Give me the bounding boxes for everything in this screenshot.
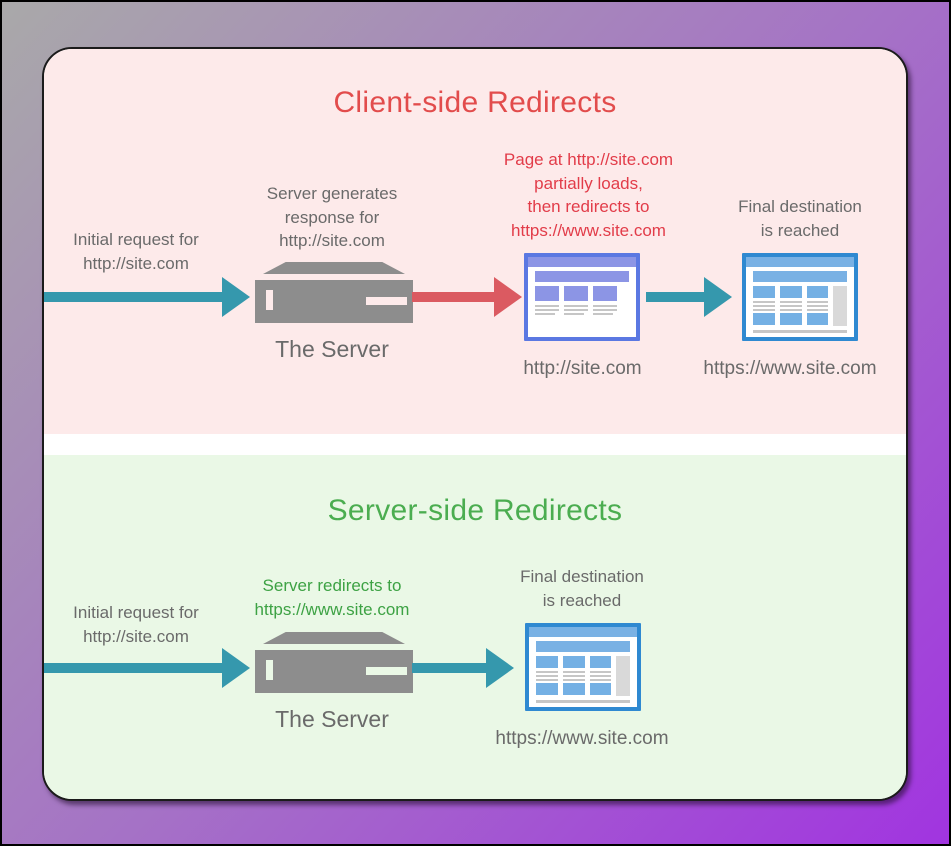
page-boxes: [535, 286, 629, 301]
server-body-icon: [255, 280, 413, 323]
arrow-head: [222, 648, 250, 688]
text-line: https://www.site.com: [254, 599, 410, 619]
page-sidebar: [833, 286, 848, 326]
page-grid: [536, 656, 631, 696]
text-line: Initial request for: [73, 230, 199, 249]
arrow-shaft: [44, 663, 224, 673]
browser-content: [529, 637, 637, 703]
server-drive-icon: [366, 297, 407, 305]
client-redirect-note: Page at http://site.com partially loads,…: [478, 148, 699, 242]
browser-content: [528, 267, 636, 317]
page-sidebar: [616, 656, 631, 696]
arrow-shaft: [646, 292, 706, 302]
browser-window-partial-icon: [524, 253, 640, 341]
text-line: is reached: [542, 590, 622, 610]
page-banner: [536, 641, 630, 652]
server-initial-request-text: Initial request for http://site.com: [46, 601, 226, 648]
server-top-icon: [263, 262, 405, 274]
server-server-label: The Server: [275, 706, 389, 732]
arrow-shaft: [44, 292, 224, 302]
arrow-head: [704, 277, 732, 317]
browser-window-full-icon: [525, 623, 641, 711]
client-initial-request-text: Initial request for http://site.com: [46, 228, 226, 275]
browser-titlebar-icon: [529, 627, 637, 637]
text-line: Final destination: [520, 567, 644, 586]
page-footer-line: [753, 330, 847, 333]
server-request-arrow: [44, 648, 250, 688]
final-page-url-label: https://www.site.com: [703, 358, 877, 379]
browser-titlebar-icon: [528, 257, 636, 267]
client-server-caption: Server generates response for http://sit…: [242, 182, 422, 253]
text-line: response for: [284, 207, 380, 227]
text-line: Server generates: [266, 184, 398, 203]
text-line: Server redirects to: [262, 576, 402, 595]
client-section-title: Client-side Redirects: [333, 86, 617, 119]
server-icon: [255, 632, 413, 693]
text-line: http://site.com: [279, 231, 385, 250]
browser-titlebar-icon: [746, 257, 854, 267]
browser-content: [746, 267, 854, 333]
server-final-arrow: [412, 648, 514, 688]
client-side-section: [44, 49, 906, 434]
arrow-shaft: [412, 292, 496, 302]
page-grid: [753, 286, 848, 326]
server-side-section: [44, 455, 906, 799]
text-line: http://site.com: [83, 253, 189, 273]
page-banner: [535, 271, 629, 282]
server-drive-icon: [366, 667, 407, 675]
client-final-caption: Final destination is reached: [710, 195, 890, 242]
arrow-shaft: [412, 663, 488, 673]
text-line: then redirects to: [527, 197, 650, 216]
page-banner: [753, 271, 847, 282]
server-redirect-note: Server redirects to https://www.site.com: [237, 574, 427, 621]
client-server-label: The Server: [275, 336, 389, 362]
text-line: partially loads,: [534, 173, 643, 193]
server-body-icon: [255, 650, 413, 693]
text-line: Initial request for: [73, 603, 199, 622]
text-line: Final destination: [738, 197, 862, 216]
text-line: Page at http://site.com: [503, 150, 674, 169]
client-final-arrow: [646, 277, 732, 317]
server-top-icon: [263, 632, 405, 644]
browser-window-full-icon: [742, 253, 858, 341]
server-icon: [255, 262, 413, 323]
text-line: https://www.site.com: [511, 220, 666, 240]
client-request-arrow: [44, 277, 250, 317]
diagram-card: [42, 47, 908, 801]
server-final-caption: Final destination is reached: [492, 565, 672, 612]
arrow-head: [486, 648, 514, 688]
partial-page-url-label: http://site.com: [523, 358, 642, 379]
arrow-head: [494, 277, 522, 317]
page-footer-line: [536, 700, 630, 703]
client-redirect-arrow: [412, 277, 522, 317]
server-final-url-label: https://www.site.com: [495, 728, 669, 749]
arrow-head: [222, 277, 250, 317]
server-slot-icon: [266, 660, 273, 680]
server-section-title: Server-side Redirects: [327, 494, 623, 527]
text-line: is reached: [760, 220, 840, 240]
text-line: http://site.com: [83, 626, 189, 646]
page-text-lines: [535, 305, 629, 317]
server-slot-icon: [266, 290, 273, 310]
